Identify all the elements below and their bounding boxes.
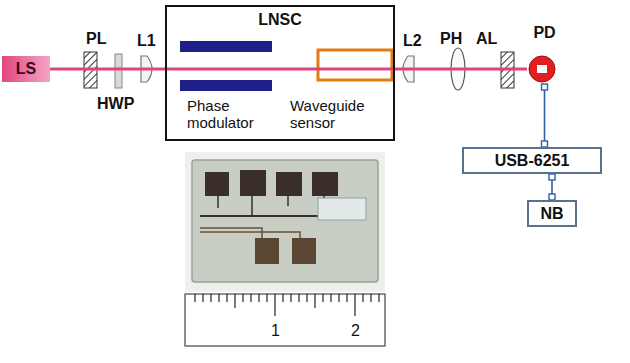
part-label: L1: [137, 32, 156, 50]
part-label: AL: [476, 30, 497, 48]
ruler: [185, 294, 385, 346]
photodetector: PD: [527, 24, 562, 84]
part-label: Waveguide sensor: [290, 98, 378, 131]
scale-number: 2: [351, 322, 360, 340]
node-text: PD: [527, 24, 562, 42]
signal-wire: [544, 84, 546, 147]
sensor-frame: [318, 50, 392, 80]
node-text: LNSC: [167, 11, 393, 29]
part-label: L2: [403, 32, 422, 50]
laser-beam: [50, 68, 527, 71]
detector-icon: [527, 54, 557, 84]
node-text: NB: [540, 205, 563, 223]
electrode-bar: [180, 80, 272, 91]
part-label: Phase modulator: [187, 98, 275, 131]
part-label: HWP: [97, 95, 134, 113]
daq-box: USB-6251: [462, 147, 602, 174]
node-text: USB-6251: [495, 152, 570, 170]
half-wave-plate: [115, 54, 122, 88]
wire-terminal: [549, 174, 555, 180]
scale-number: 1: [271, 322, 280, 340]
part-label: PH: [440, 30, 462, 48]
wire-terminal: [542, 84, 548, 90]
part-label: PL: [86, 30, 106, 48]
electrode-bar: [180, 41, 272, 52]
node-text: LS: [16, 60, 36, 78]
chip-photo: [185, 152, 385, 292]
laser-source: LS: [2, 56, 50, 82]
notebook-box: NB: [527, 200, 577, 227]
